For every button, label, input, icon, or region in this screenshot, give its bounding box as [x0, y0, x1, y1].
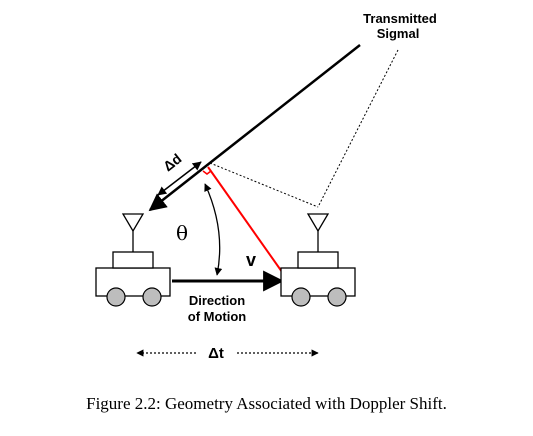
vehicle-right-cabin — [297, 251, 339, 269]
velocity-label: v — [246, 250, 256, 270]
vehicle-left-wheel-rear — [106, 287, 126, 307]
figure-caption: Figure 2.2: Geometry Associated with Dop… — [86, 394, 447, 413]
vehicle-left-antenna-icon — [121, 213, 145, 233]
transmitted-signal-label-line1: Transmitted — [363, 11, 437, 26]
transmitted-signal-label-line2: Sigmal — [377, 26, 420, 41]
delta-d-arrow — [157, 161, 202, 196]
vehicle-right — [280, 213, 356, 307]
foot-to-antenna-dotted-line — [209, 162, 319, 208]
direction-of-motion-label-line1: Direction — [189, 293, 245, 308]
theta-angle-arc — [204, 183, 223, 276]
source-to-antenna-dotted-line — [317, 49, 399, 208]
delta-t-label: Δt — [208, 345, 224, 362]
vehicle-left-cabin — [112, 251, 154, 269]
vehicle-left-wheel-front — [142, 287, 162, 307]
vehicle-left — [95, 213, 171, 307]
vehicle-right-wheel-front — [327, 287, 347, 307]
vehicle-right-wheel-rear — [291, 287, 311, 307]
theta-label: θ — [176, 221, 188, 245]
right-angle-marker — [202, 170, 212, 175]
vehicle-right-antenna-icon — [306, 213, 330, 233]
direction-of-motion-label-line2: of Motion — [188, 309, 247, 324]
delta-d-label: Δd — [160, 150, 185, 174]
transmitted-signal-line — [148, 44, 361, 212]
